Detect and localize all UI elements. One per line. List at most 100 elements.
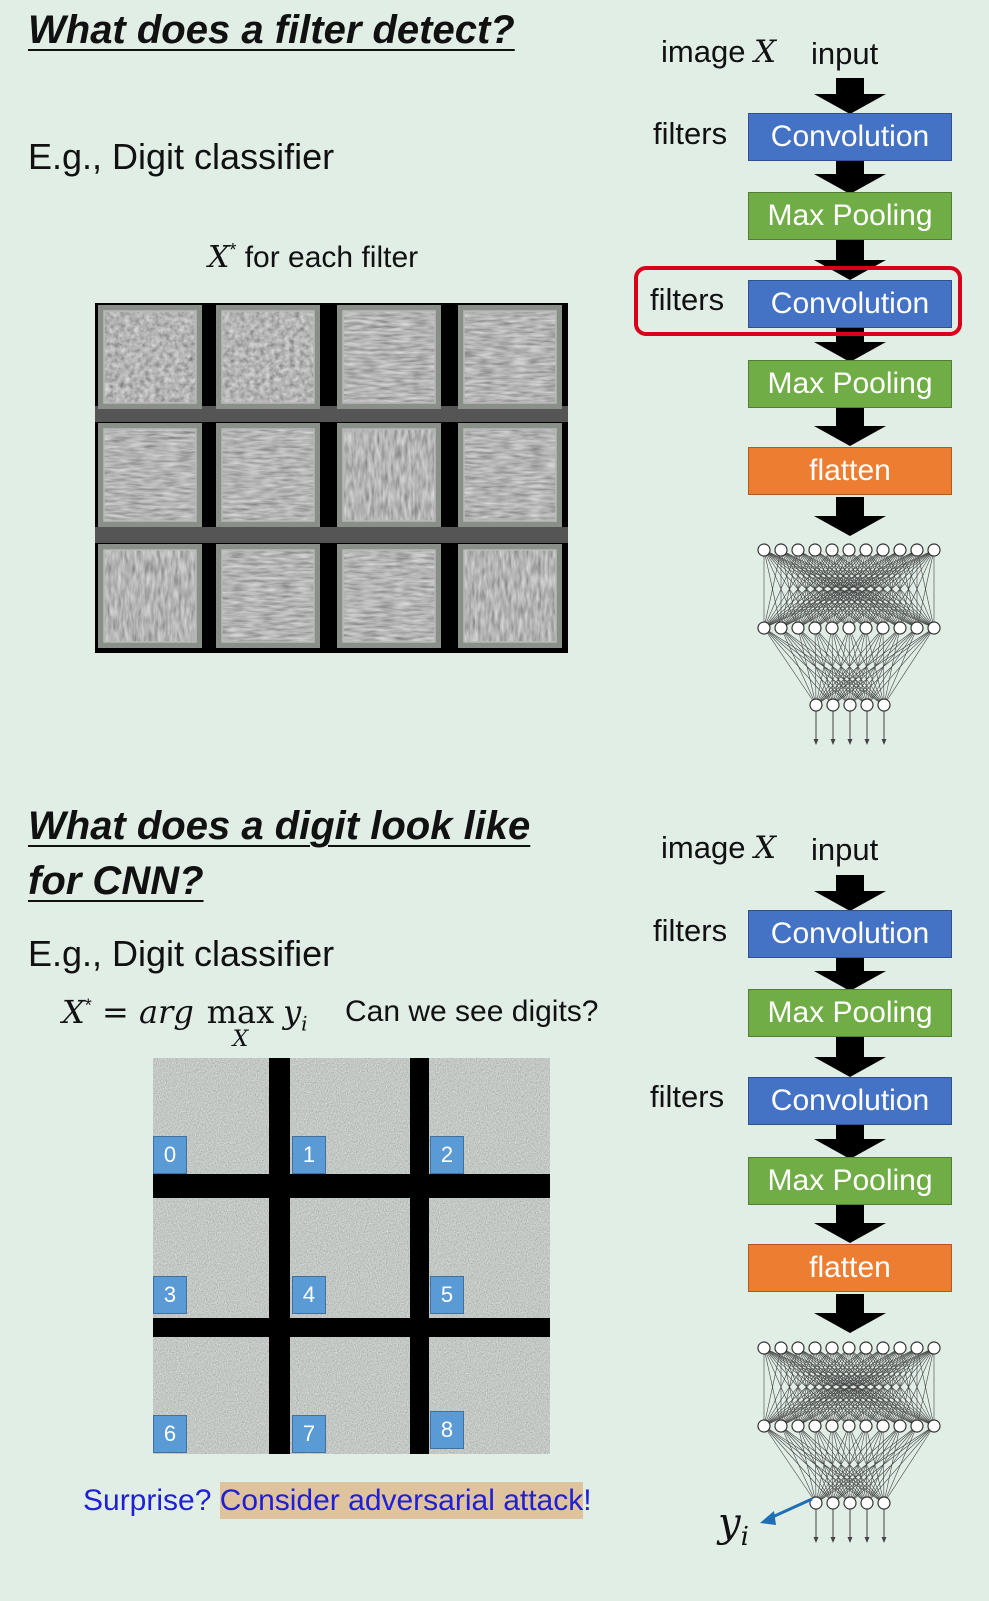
convolution-box-2: Convolution (748, 280, 952, 328)
max-pooling-box-1: Max Pooling (748, 192, 952, 240)
network-node (774, 1341, 788, 1355)
network-node (910, 1419, 924, 1433)
digit-label-3: 3 (153, 1276, 187, 1314)
network-node (808, 621, 822, 635)
network-node (843, 1496, 857, 1510)
image-var: X (754, 34, 777, 70)
network-node (893, 543, 907, 557)
network-node (757, 543, 771, 557)
network-node (757, 1341, 771, 1355)
filter-tile (337, 423, 441, 527)
filter-visualization-grid (95, 303, 568, 653)
formula-max-text: max (206, 993, 275, 1031)
network-node (774, 543, 788, 557)
flatten-box: flatten (748, 447, 952, 495)
filter-tile (337, 544, 441, 648)
network-node (791, 1419, 805, 1433)
network-node (808, 1341, 822, 1355)
network-node (774, 621, 788, 635)
down-arrow-icon (814, 1124, 886, 1159)
network-node (860, 1496, 874, 1510)
bottom-pipeline-arrows (757, 875, 941, 1543)
network-output-head (864, 739, 870, 745)
network-node (927, 1341, 941, 1355)
digit-noise-canvas (153, 1058, 550, 1454)
network-output-head (830, 739, 836, 745)
network-node (877, 1496, 891, 1510)
network-node (927, 1419, 941, 1433)
network-node (877, 698, 891, 712)
formula-y: y (283, 993, 302, 1031)
network-node (893, 1419, 907, 1433)
network-node (859, 1419, 873, 1433)
network-node (808, 543, 822, 557)
down-arrow-icon (814, 1205, 886, 1243)
down-arrow-icon (814, 875, 886, 911)
digit-label-8: 8 (430, 1411, 464, 1449)
network-node (825, 543, 839, 557)
network-node (860, 698, 874, 712)
network-node (842, 1341, 856, 1355)
network-node (843, 698, 857, 712)
network-node (876, 621, 890, 635)
network-node (910, 1341, 924, 1355)
output-pointer-head (760, 1511, 776, 1525)
xstar-symbol: X (208, 240, 230, 275)
down-arrow-icon (814, 408, 886, 446)
digit-label-7: 7 (292, 1415, 326, 1453)
formula-lhs: X (62, 993, 85, 1031)
network-node (842, 621, 856, 635)
formula-sup: * (84, 995, 92, 1016)
network-connections (763, 1347, 935, 1504)
filter-grid-band (95, 406, 568, 422)
surprise-text: Surprise? (83, 1484, 220, 1517)
filter-tiles (98, 305, 562, 648)
formula-y-sub: i (301, 1011, 308, 1036)
surprise-note: Surprise? Consider adversarial attack! (83, 1482, 592, 1519)
filter-tile (98, 305, 202, 409)
network-node (893, 621, 907, 635)
xstar-sup: * (229, 240, 237, 260)
network-node (893, 1341, 907, 1355)
digit-label-1: 1 (292, 1136, 326, 1174)
network-node (876, 543, 890, 557)
image-var-bottom: X (754, 830, 777, 866)
network-node (859, 621, 873, 635)
filter-tile (98, 423, 202, 527)
network-output-head (881, 1537, 887, 1543)
formula-arg: arg (138, 993, 194, 1031)
network-output-head (881, 739, 887, 745)
filters-label-2: filters (650, 282, 725, 317)
down-arrow-icon (814, 240, 886, 280)
formula-eq: = (91, 993, 139, 1031)
network-node (842, 1419, 856, 1433)
network-node (774, 1419, 788, 1433)
digit-label-4: 4 (292, 1276, 326, 1314)
output-yi-label: yi (718, 1500, 749, 1552)
network-node (757, 621, 771, 635)
digit-label-2: 2 (430, 1136, 464, 1174)
filter-tile (216, 544, 320, 648)
filter-tile (458, 305, 562, 409)
network-node (825, 621, 839, 635)
top-pipeline-arrows (757, 78, 941, 745)
down-arrow-icon (814, 1037, 886, 1077)
filter-tile (216, 423, 320, 527)
flatten-box-bottom: flatten (748, 1244, 952, 1292)
down-arrow-icon (814, 161, 886, 194)
network-node (826, 1496, 840, 1510)
down-arrow-icon (814, 327, 886, 362)
down-arrow-icon (814, 497, 886, 536)
digit-label-5: 5 (430, 1276, 464, 1314)
network-node (842, 543, 856, 557)
filter-grid-band (95, 527, 568, 543)
network-node (808, 1419, 822, 1433)
filters-label-1: filters (653, 116, 728, 151)
network-node (791, 543, 805, 557)
digit-label-0: 0 (153, 1136, 187, 1174)
filters-label-bottom-2: filters (650, 1079, 725, 1114)
network-node (876, 1341, 890, 1355)
image-label-text: image (661, 34, 755, 69)
network-node (910, 543, 924, 557)
